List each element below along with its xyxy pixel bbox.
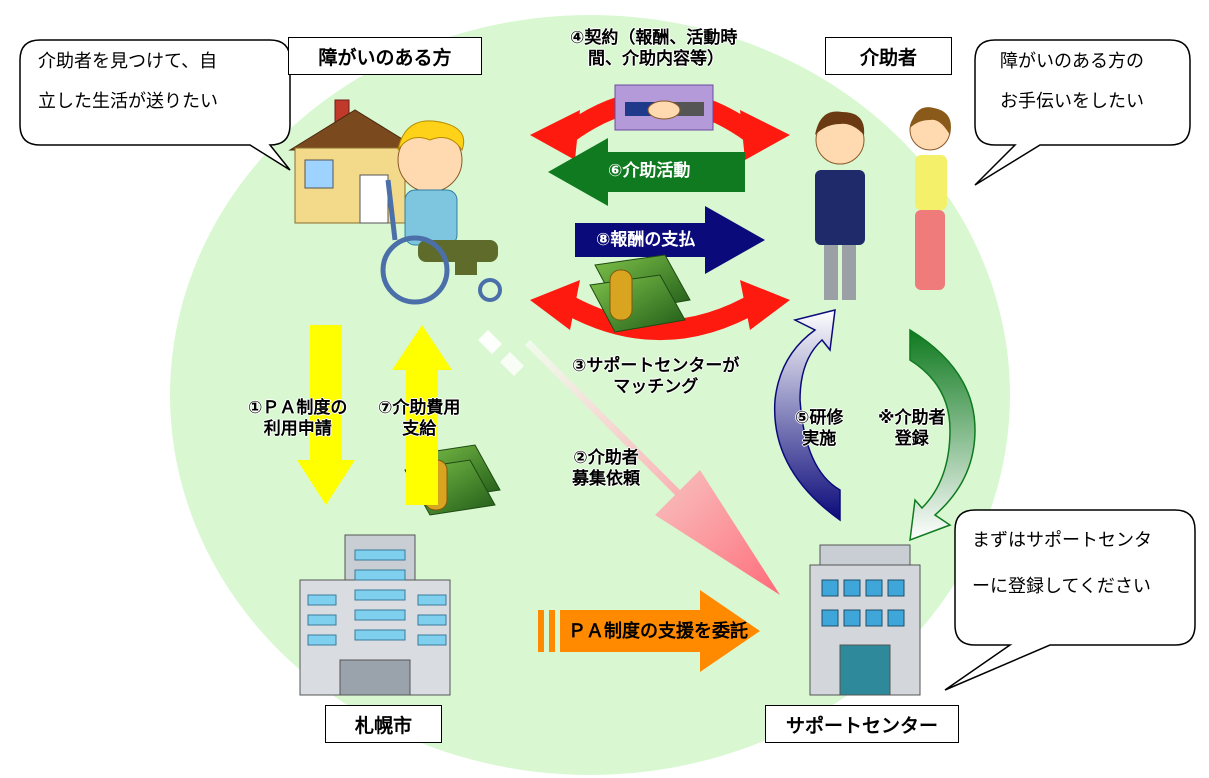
training-arrow: [773, 309, 841, 522]
recruitment-arrow: [478, 330, 780, 595]
city-label: 札幌市: [325, 705, 442, 743]
step-2-label: ②介助者 募集依頼: [572, 448, 640, 489]
step-8-label: ⑧報酬の支払: [596, 230, 696, 250]
center-label: サポートセンター: [765, 705, 959, 743]
helper-speech-text: 障がいのある方の お手伝いをしたい: [1000, 51, 1144, 112]
step-6-label: ⑥介助活動: [608, 161, 691, 181]
step-7-label: ⑦介助費用 支給: [378, 398, 461, 439]
support-activity-arrow: [548, 138, 745, 206]
step-5-label: ⑤研修 実施: [795, 408, 844, 449]
house-icon: [288, 99, 422, 224]
center-speech-text: まずはサポートセンタ ーに登録してください: [972, 530, 1152, 597]
person-speech-text: 介助者を見つけて、自 立した生活が送りたい: [38, 51, 218, 112]
handshake-icon: [614, 84, 714, 131]
step-1-label: ①ＰＡ制度の 利用申請: [248, 398, 348, 439]
city-building-icon: [299, 534, 451, 696]
wheelchair-user-icon: [380, 120, 502, 305]
center-speech-bubble-shape: [944, 509, 1196, 691]
delegate-label: ＰＡ制度の支援を委託: [568, 621, 748, 642]
money-stack-icon: [589, 254, 691, 333]
subsidy-arrow: [392, 325, 452, 505]
register-label: ※介助者 登録: [878, 408, 946, 449]
support-center-building-icon: [809, 544, 921, 696]
step-3-label: ③サポートセンターが マッチング: [572, 356, 740, 397]
step-4-label: ④契約（報酬、活動時 間、介助内容等）: [570, 28, 738, 69]
registration-arrow: [909, 328, 976, 542]
delegation-arrow: [538, 590, 760, 672]
matching-arrow: [530, 280, 790, 340]
payment-arrow: [575, 206, 765, 274]
helper-speech-bubble-shape: [974, 39, 1191, 186]
helpers-icon: [815, 107, 951, 300]
person-label: 障がいのある方: [288, 37, 482, 75]
application-arrow: [297, 325, 355, 505]
helper-label: 介助者: [825, 37, 952, 75]
